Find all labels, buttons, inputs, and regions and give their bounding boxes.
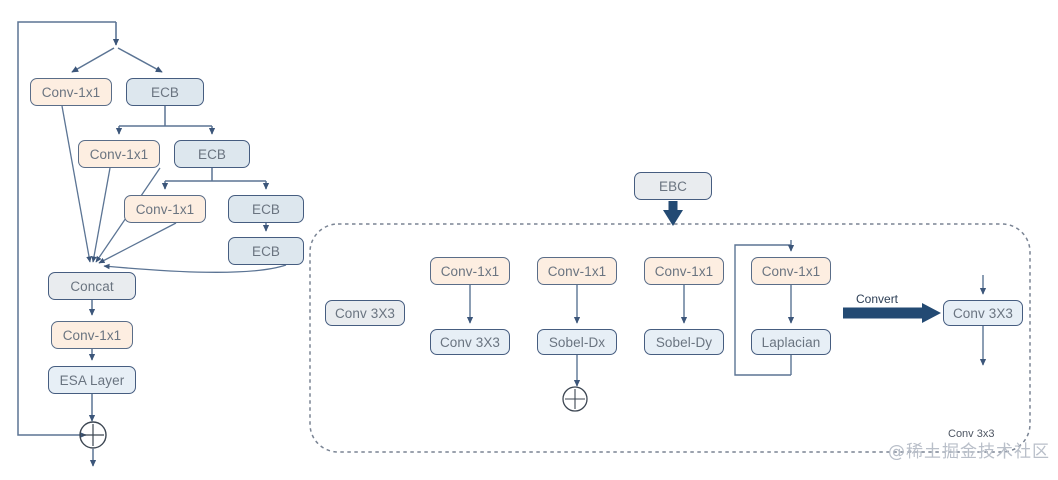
wire-split-3 [161,168,270,190]
node-conv-1x1-c[interactable]: Conv-1x1 [644,257,724,285]
node-conv-3x3-output[interactable]: Conv 3X3 [943,300,1023,326]
node-label: Conv 3X3 [952,305,1014,321]
node-conv-1x1-1[interactable]: Conv-1x1 [30,78,112,106]
node-label: ECB [251,243,281,259]
node-conv-1x1-4[interactable]: Conv-1x1 [51,321,133,349]
node-label: Conv-1x1 [654,263,714,279]
node-label: Conv-1x1 [135,201,195,217]
watermark-text: @稀土掘金技术社区 [888,442,1050,462]
node-ecb-1[interactable]: ECB [126,78,204,106]
node-concat[interactable]: Concat [48,272,136,300]
node-conv-3x3-plain[interactable]: Conv 3X3 [325,300,405,326]
node-label: Conv-1x1 [440,263,500,279]
wire-split-2 [115,106,216,135]
node-conv-1x1-d[interactable]: Conv-1x1 [751,257,831,285]
node-label: Conv 3X3 [334,305,396,321]
wire-convert-arrow [843,303,941,323]
wire-ebc-thick-arrow [663,201,683,226]
node-conv-1x1-3[interactable]: Conv-1x1 [124,195,206,223]
node-ebc-header[interactable]: EBC [634,172,712,200]
node-label: ECB [197,146,227,162]
node-esa-layer[interactable]: ESA Layer [48,366,136,394]
node-conv-1x1-a[interactable]: Conv-1x1 [430,257,510,285]
node-label: Conv-1x1 [89,146,149,162]
node-laplacian[interactable]: Laplacian [751,329,831,355]
node-conv-1x1-b[interactable]: Conv-1x1 [537,257,617,285]
node-label: ECB [251,201,281,217]
node-label: Sobel-Dy [655,334,713,350]
node-ecb-2[interactable]: ECB [174,140,250,168]
node-label: ECB [150,84,180,100]
node-label: Conv-1x1 [41,84,101,100]
node-conv-1x1-2[interactable]: Conv-1x1 [78,140,160,168]
node-label: Sobel-Dx [548,334,606,350]
node-ecb-3[interactable]: ECB [228,195,304,223]
node-label: ESA Layer [59,372,125,388]
node-label: Laplacian [761,334,821,350]
node-label: Conv-1x1 [761,263,821,279]
node-label: Conv-1x1 [62,327,122,343]
node-label: Conv-1x1 [547,263,607,279]
node-label: Concat [70,278,114,294]
node-sobel-dy[interactable]: Sobel-Dy [644,329,724,355]
convert-arrow-label: Convert [856,292,899,306]
node-label: EBC [658,178,688,194]
node-ecb-4[interactable]: ECB [228,237,304,265]
node-sobel-dx[interactable]: Sobel-Dx [537,329,617,355]
wire-split-1 [71,47,163,73]
node-label: Conv 3X3 [439,334,501,350]
node-conv-3x3-a[interactable]: Conv 3X3 [430,329,510,355]
